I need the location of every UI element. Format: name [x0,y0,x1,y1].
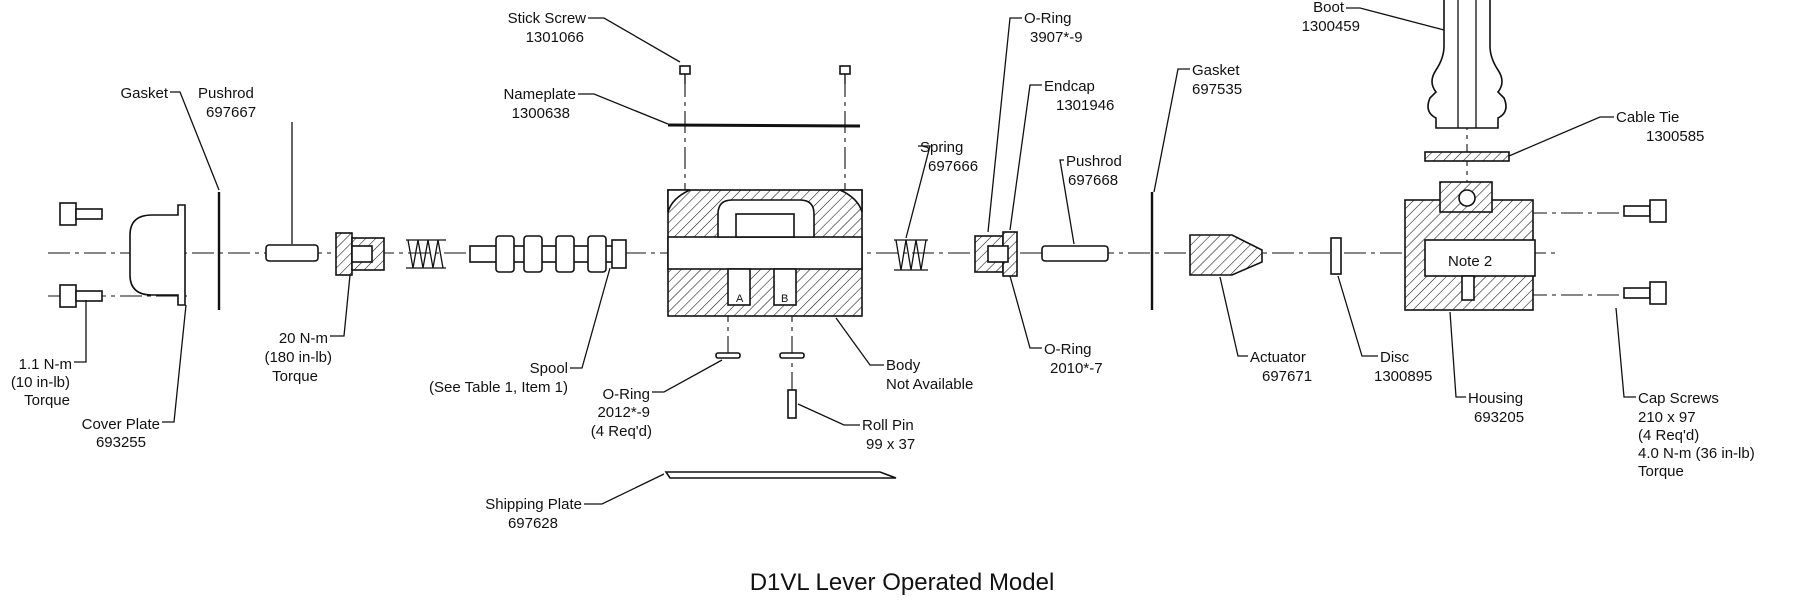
torque-20-line1: 20 N-m [279,330,328,347]
shipping-plate-name: Shipping Plate [485,496,582,513]
cap-screw-upper-right [1623,199,1667,223]
spring-number: 697666 [928,158,978,175]
pushrod-left-number: 697667 [206,104,256,121]
cable-tie-number: 1300585 [1646,128,1704,145]
gasket-right-name: Gasket [1192,62,1240,79]
cover-plate-shape [129,204,186,306]
pushrod-left-name: Pushrod [198,85,254,102]
housing-number: 693205 [1474,409,1524,426]
nameplate-name: Nameplate [503,86,576,103]
oring-lower-number: 2010*-7 [1050,360,1103,377]
disc-number: 1300895 [1374,368,1432,385]
oring-body-right [779,352,805,359]
oring-body-qty: (4 Req'd) [591,423,652,440]
endcap-left-shape [335,232,385,276]
torque-cover-line1: 1.1 N-m [19,356,72,373]
endcap-right-shape [974,231,1018,277]
spring-name: Spring [920,139,963,156]
housing-shape: Note 2 [1404,181,1536,311]
port-b-label: B [781,293,788,305]
spring-left-shape [406,239,446,269]
stick-screw-left [679,65,691,84]
torque-cover-line3: Torque [24,392,70,409]
cap-screws-qty: (4 Req'd) [1638,427,1699,444]
boot-name: Boot [1313,0,1345,16]
oring-lower-name: O-Ring [1044,341,1092,358]
spring-right-shape [894,239,928,271]
shipping-plate-number: 697628 [508,515,558,532]
cover-screw-lower [59,284,103,308]
gasket-right-number: 697535 [1192,81,1242,98]
diagram-title: D1VL Lever Operated Model [750,569,1055,596]
endcap-name: Endcap [1044,78,1095,95]
actuator-number: 697671 [1262,368,1312,385]
roll-pin-name: Roll Pin [862,417,914,434]
oring-body-number: 2012*-9 [597,404,650,421]
cap-screws-torque-word: Torque [1638,463,1684,480]
roll-pin-shape [787,389,797,419]
cable-tie-shape [1424,151,1510,162]
port-a-label: A [736,293,744,305]
housing-name: Housing [1468,390,1523,407]
labels: Stick Screw 1301066 Nameplate 1300638 Ga… [11,0,1755,532]
boot-number: 1300459 [1302,18,1360,35]
oring-body-name: O-Ring [602,386,650,403]
cap-screws-torque: 4.0 N-m (36 in-lb) [1638,445,1755,462]
cap-screws-spec: 210 x 97 [1638,409,1696,426]
cover-screw-upper [59,202,103,226]
pushrod-right-name: Pushrod [1066,153,1122,170]
spool-name: Spool [530,360,568,377]
oring-top-number: 3907*-9 [1030,29,1083,46]
disc-name: Disc [1380,349,1410,366]
endcap-number: 1301946 [1056,97,1114,114]
torque-20-line3: Torque [272,368,318,385]
stick-screw-name: Stick Screw [508,10,587,27]
boot-shape [1427,0,1507,129]
pushrod-right-number: 697668 [1068,172,1118,189]
leader-lines [74,7,1636,505]
cap-screw-lower-right [1623,281,1667,305]
body-note: Not Available [886,376,973,393]
pushrod-right-shape [1041,245,1109,262]
shipping-plate-shape [664,471,897,479]
cover-plate-number: 693255 [96,434,146,451]
stick-screw-right [839,65,851,84]
pushrod-left-shape [265,244,319,262]
note2-label: Note 2 [1448,253,1492,270]
roll-pin-number: 99 x 37 [866,436,915,453]
torque-20-line2: (180 in-lb) [264,349,332,366]
gasket-left-name: Gasket [120,85,168,102]
cover-plate-name: Cover Plate [82,416,160,433]
nameplate-number: 1300638 [512,105,570,122]
spool-shape [469,235,627,273]
cable-tie-name: Cable Tie [1616,109,1679,126]
actuator-shape [1189,234,1263,276]
spool-note: (See Table 1, Item 1) [429,379,568,396]
oring-body-left [715,352,741,359]
oring-top-name: O-Ring [1024,10,1072,27]
stick-screw-number: 1301066 [526,29,584,46]
nameplate-shape [667,123,861,128]
actuator-name: Actuator [1250,349,1306,366]
cap-screws-name: Cap Screws [1638,390,1719,407]
valve-body-shape: A B [667,189,863,317]
torque-cover-line2: (10 in-lb) [11,374,70,391]
body-name: Body [886,357,921,374]
disc-shape [1330,237,1342,275]
